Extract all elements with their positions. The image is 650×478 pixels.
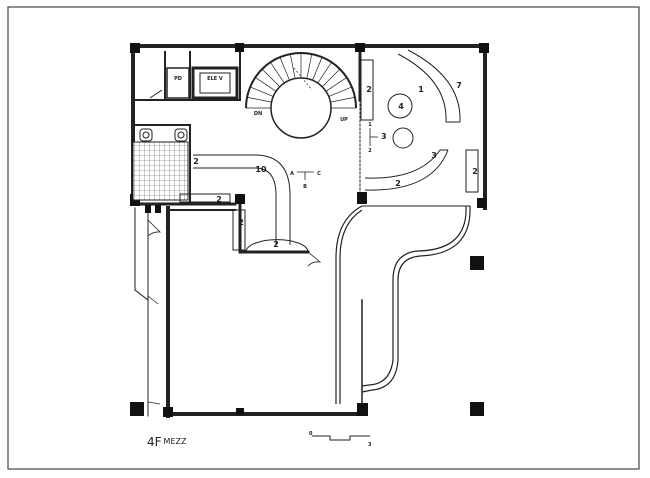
stair-tread	[325, 77, 347, 92]
stair-tread	[306, 53, 313, 79]
stair-tread	[317, 62, 332, 84]
stair-tread	[289, 53, 296, 79]
view-marker-2: 2	[368, 148, 372, 154]
scale-bar	[312, 435, 370, 441]
marker-table: 4	[398, 102, 404, 111]
stair-tread	[270, 62, 285, 84]
section-marker	[297, 171, 314, 180]
view-orientation	[369, 128, 378, 146]
section-b: B	[303, 184, 307, 190]
section-c: C	[317, 171, 321, 177]
marker-bench-low: 2	[216, 195, 222, 204]
doors	[147, 219, 322, 405]
marker-seat-lower: 3	[431, 151, 437, 160]
scale-start: 0	[309, 431, 313, 437]
view-marker-1: 1	[368, 122, 372, 128]
marker-seat-arc: 1	[418, 85, 424, 94]
room-label-elev: ELE V	[207, 76, 223, 82]
page-border	[7, 6, 640, 470]
elevator-block	[149, 66, 239, 100]
outer-walls	[131, 44, 489, 418]
stair-tread	[321, 68, 341, 88]
marker-bench-curve: 2	[273, 240, 279, 249]
marker-room: 7	[456, 81, 462, 90]
curved-partition	[335, 205, 471, 404]
stair-tread	[328, 86, 352, 97]
stair-up-label: UP	[340, 117, 348, 123]
stair-tread	[255, 77, 277, 92]
stair-tread	[261, 68, 281, 88]
stair-tread	[312, 57, 323, 81]
toilet-fixtures	[139, 128, 188, 142]
stair-tread	[246, 96, 272, 103]
spiral-stair	[245, 52, 357, 139]
stair-tread	[250, 86, 274, 97]
stair-down-label: DN	[254, 111, 262, 117]
stair-tread	[279, 57, 290, 81]
section-a: A	[290, 171, 294, 177]
marker-bench-left: 2	[193, 157, 199, 166]
tile-floor	[132, 141, 189, 201]
scale-end: 3	[368, 442, 372, 448]
lounge-seating	[360, 49, 479, 193]
marker-seat-left: 2	[366, 85, 372, 94]
marker-seat-bottom: 2	[395, 179, 401, 188]
room-label-pd: PD	[174, 76, 182, 82]
marker-bench: 10	[255, 165, 267, 174]
view-marker-3: 3	[381, 132, 387, 141]
marker-bench-vert: 2	[238, 218, 244, 227]
stair-tread	[330, 96, 356, 103]
marker-seat-right: 2	[472, 167, 478, 176]
curved-bench	[179, 154, 309, 253]
